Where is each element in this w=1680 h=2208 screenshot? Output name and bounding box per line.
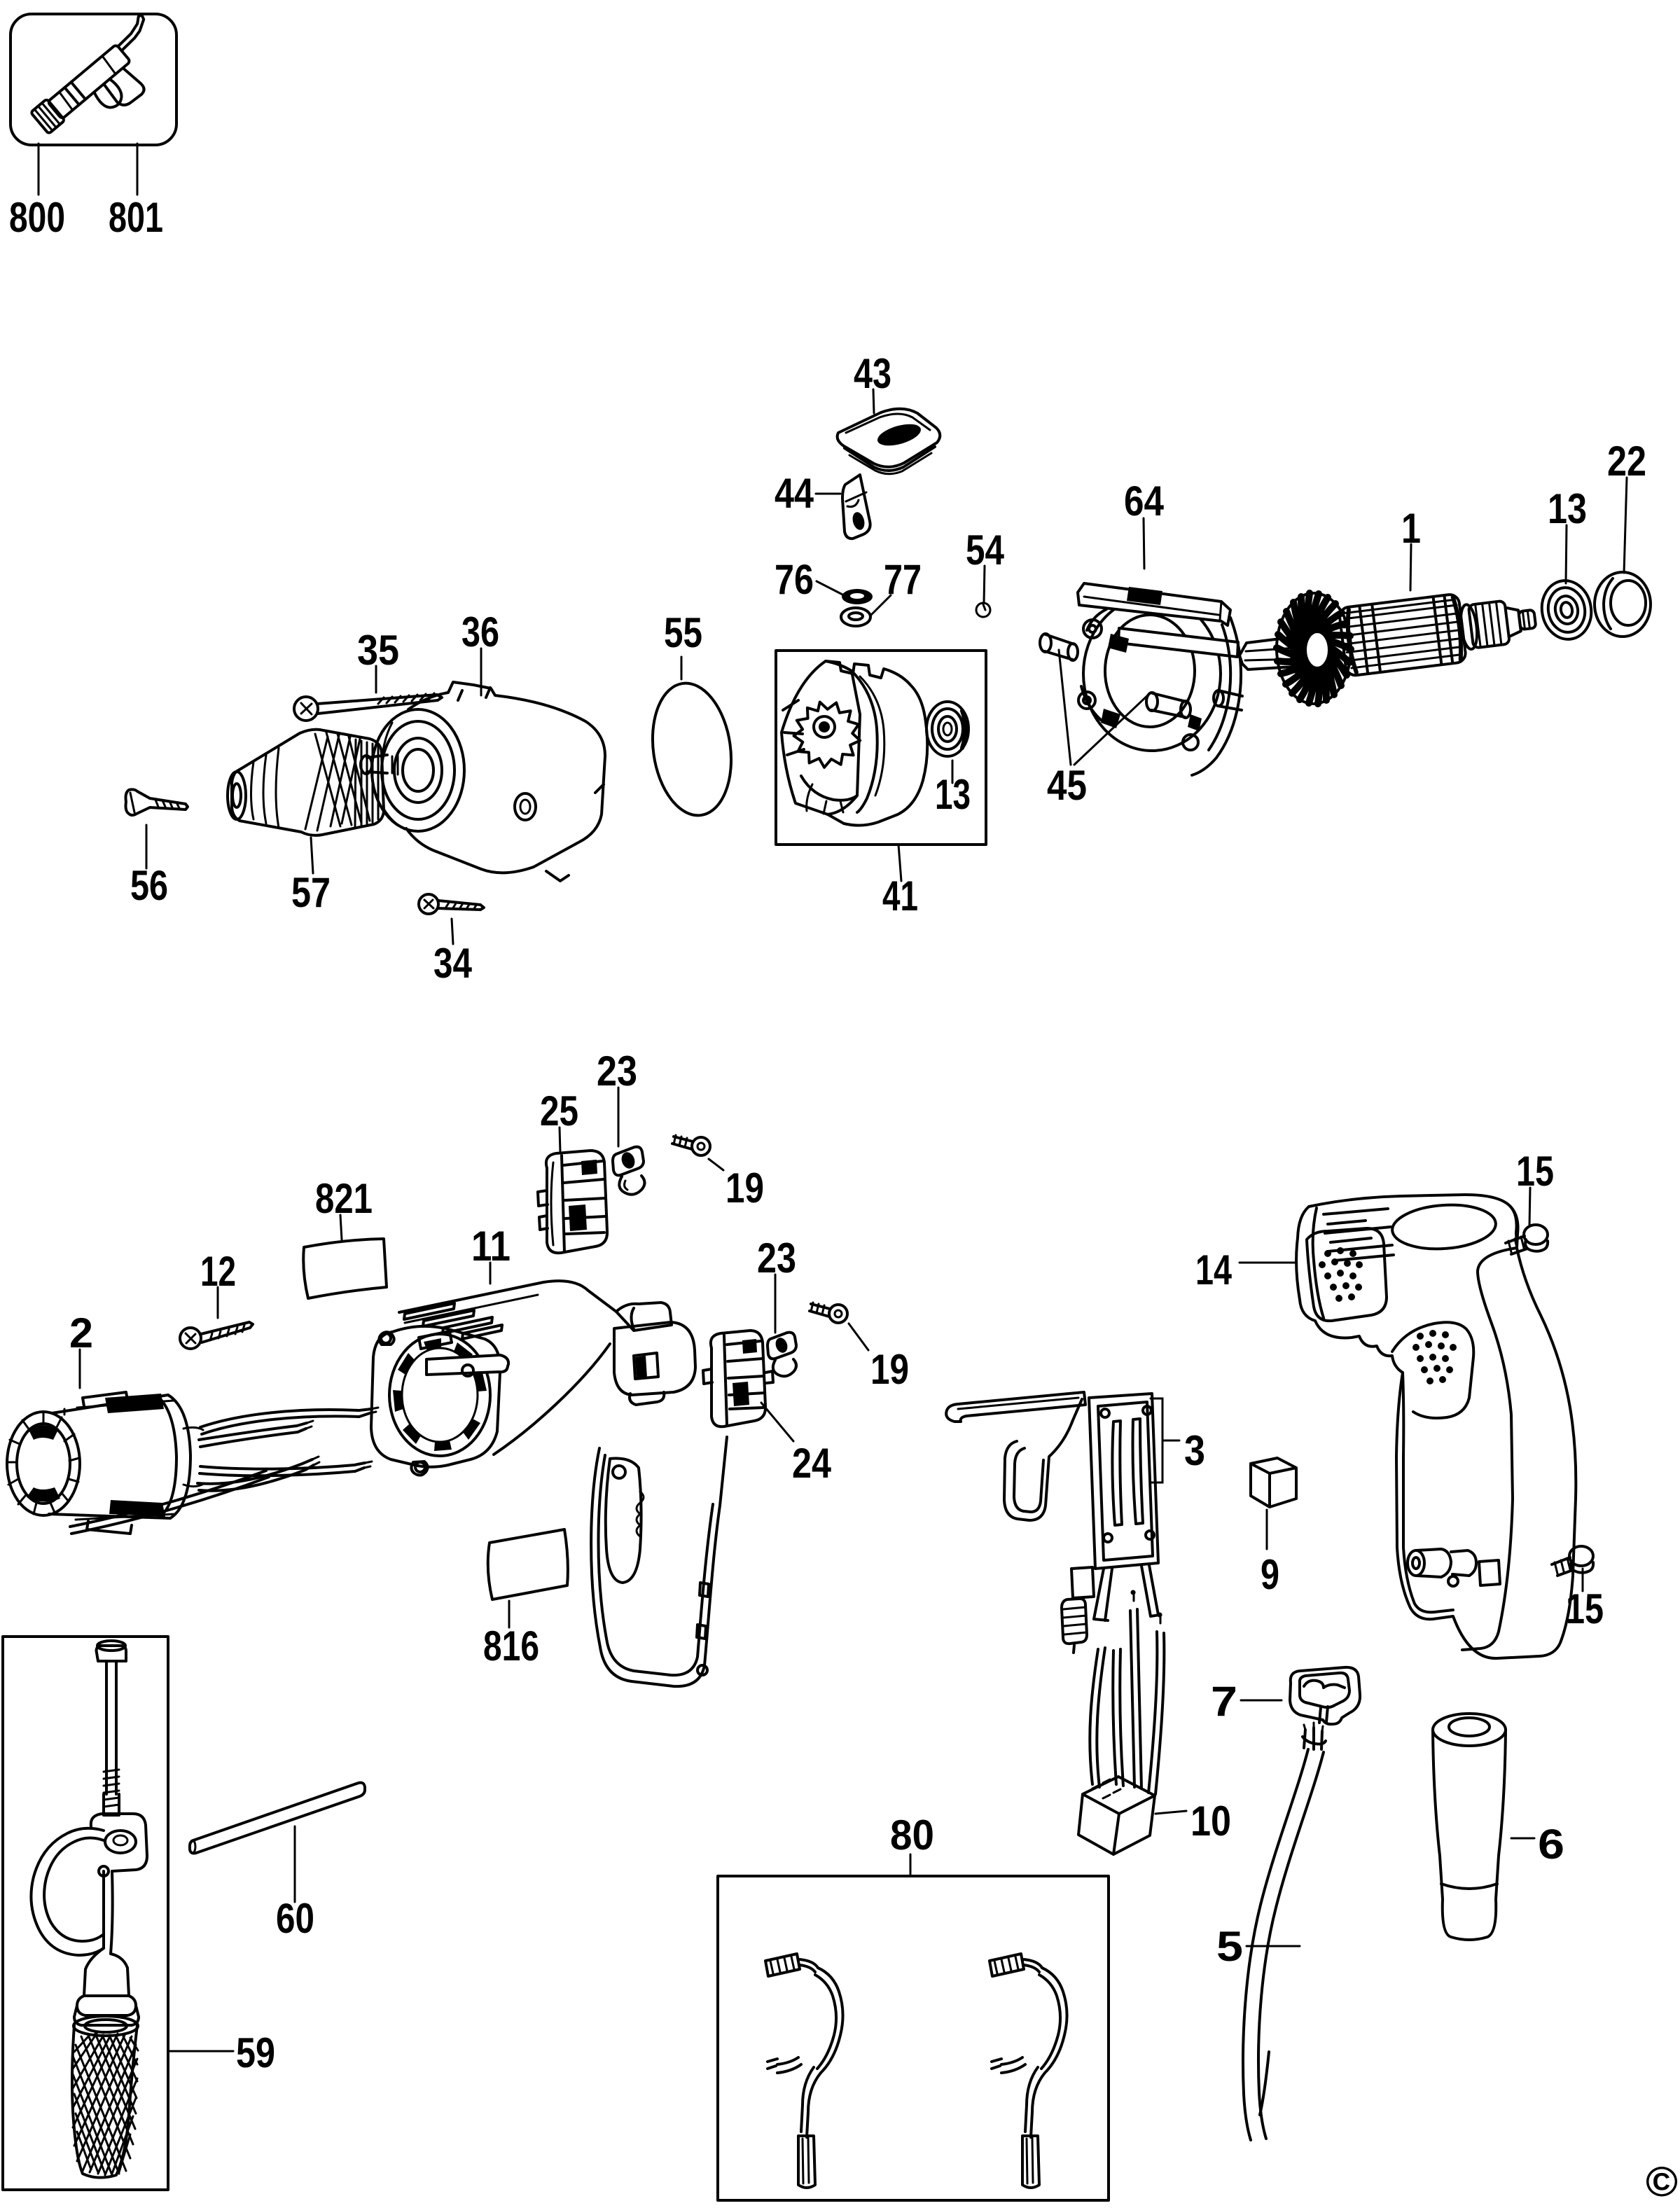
svg-text:34: 34 bbox=[433, 940, 473, 987]
svg-text:56: 56 bbox=[130, 862, 168, 909]
svg-text:24: 24 bbox=[792, 1440, 832, 1487]
svg-text:57: 57 bbox=[291, 869, 331, 916]
svg-text:35: 35 bbox=[357, 627, 399, 674]
svg-text:36: 36 bbox=[461, 609, 499, 655]
svg-text:14: 14 bbox=[1195, 1247, 1232, 1293]
svg-text:19: 19 bbox=[726, 1165, 764, 1211]
svg-text:©: © bbox=[1646, 2158, 1678, 2205]
svg-text:76: 76 bbox=[775, 556, 814, 603]
svg-text:23: 23 bbox=[597, 1048, 637, 1095]
svg-text:13: 13 bbox=[1548, 485, 1587, 532]
svg-text:801: 801 bbox=[109, 194, 163, 241]
svg-text:44: 44 bbox=[775, 470, 814, 517]
svg-text:3: 3 bbox=[1184, 1427, 1205, 1474]
svg-text:6: 6 bbox=[1538, 1821, 1564, 1868]
svg-text:19: 19 bbox=[870, 1346, 909, 1393]
svg-text:11: 11 bbox=[471, 1223, 511, 1270]
svg-text:816: 816 bbox=[483, 1623, 539, 1669]
svg-text:59: 59 bbox=[236, 2029, 275, 2076]
svg-text:9: 9 bbox=[1261, 1551, 1279, 1598]
svg-text:2: 2 bbox=[69, 1310, 93, 1356]
svg-text:5: 5 bbox=[1216, 1923, 1243, 1970]
svg-text:7: 7 bbox=[1211, 1678, 1237, 1725]
svg-text:821: 821 bbox=[315, 1175, 373, 1222]
svg-text:10: 10 bbox=[1190, 1798, 1231, 1845]
svg-text:55: 55 bbox=[664, 609, 702, 656]
svg-text:80: 80 bbox=[890, 1812, 934, 1859]
svg-text:45: 45 bbox=[1047, 762, 1087, 809]
svg-text:800: 800 bbox=[9, 194, 65, 241]
svg-text:64: 64 bbox=[1124, 478, 1165, 525]
svg-text:23: 23 bbox=[757, 1235, 796, 1282]
svg-text:15: 15 bbox=[1516, 1148, 1554, 1195]
